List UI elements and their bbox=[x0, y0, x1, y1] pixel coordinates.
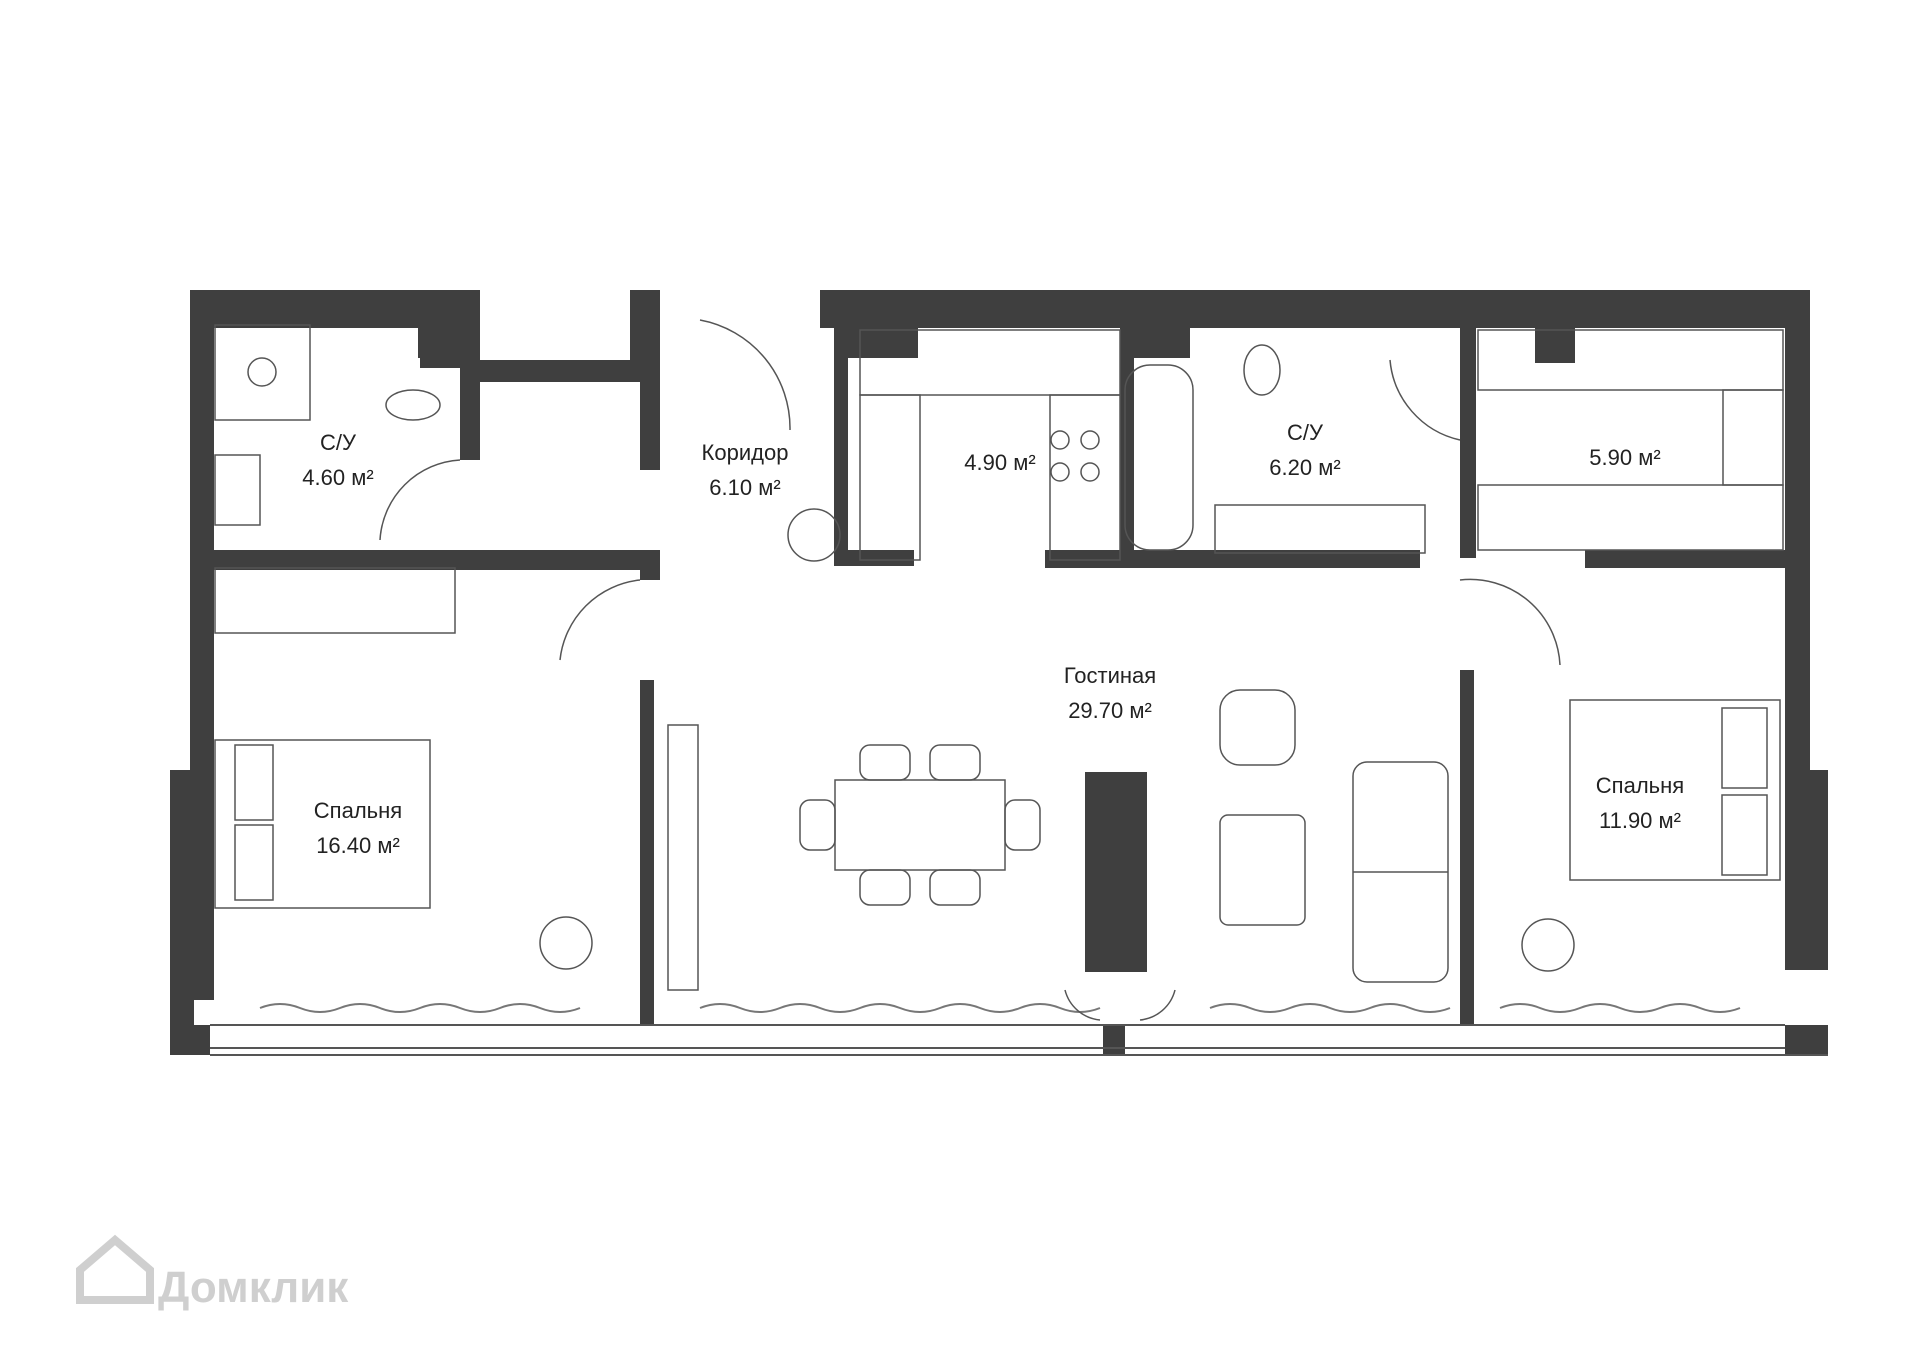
curtains bbox=[259, 1003, 1741, 1013]
dining-table bbox=[834, 779, 1006, 871]
bath1-name: С/У bbox=[320, 430, 357, 455]
furniture bbox=[214, 324, 1784, 991]
bedroom2-name: Спальня bbox=[1596, 773, 1684, 798]
bed-1 bbox=[214, 739, 431, 909]
bathtub bbox=[1124, 364, 1194, 551]
wardrobe-area: 5.90 м² bbox=[1589, 445, 1660, 470]
corridor-area: 6.10 м² bbox=[709, 475, 780, 500]
bath2-area: 6.20 м² bbox=[1269, 455, 1340, 480]
living-name: Гостиная bbox=[1064, 663, 1156, 688]
window-line bbox=[210, 1024, 1828, 1056]
watermark: Домклик bbox=[76, 1234, 349, 1312]
watermark-text: Домклик bbox=[158, 1263, 349, 1312]
room-labels: С/У 4.60 м² Коридор 6.10 м² 4.90 м² С/У … bbox=[302, 420, 1684, 858]
kitchen-area: 4.90 м² bbox=[964, 450, 1035, 475]
living-area: 29.70 м² bbox=[1068, 698, 1152, 723]
bath2-name: С/У bbox=[1287, 420, 1324, 445]
doors bbox=[379, 319, 1561, 1021]
bedroom1-area: 16.40 м² bbox=[316, 833, 400, 858]
house-logo-icon bbox=[76, 1234, 154, 1304]
corridor-name: Коридор bbox=[702, 440, 789, 465]
bath1-area: 4.60 м² bbox=[302, 465, 373, 490]
bedroom2-area: 11.90 м² bbox=[1599, 808, 1681, 833]
bedroom1-name: Спальня bbox=[314, 798, 402, 823]
bed-2 bbox=[1569, 699, 1781, 881]
walls bbox=[170, 290, 1828, 1055]
